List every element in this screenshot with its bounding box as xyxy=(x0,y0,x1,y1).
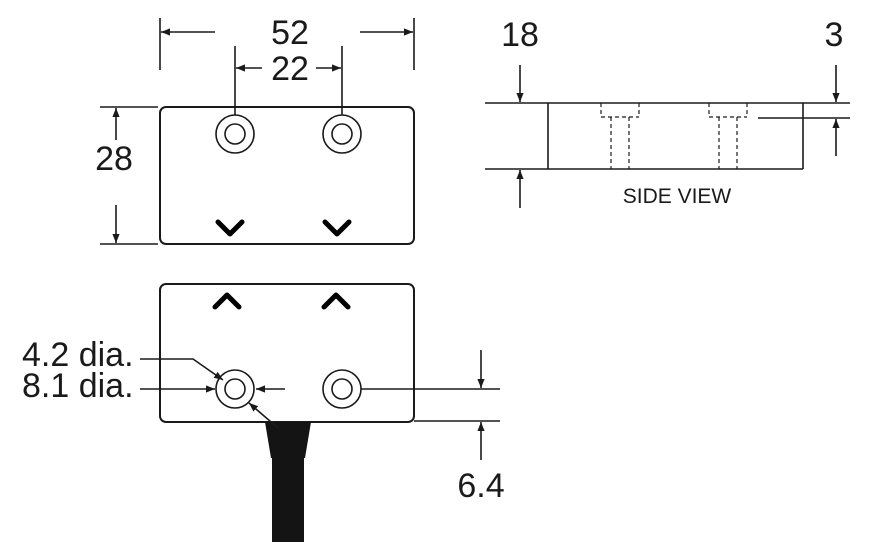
bottom-view: 4.2 dia. 8.1 dia. 6.4 xyxy=(22,283,505,542)
height-dimension: 28 xyxy=(95,106,158,245)
dimension-arrow-icon xyxy=(140,358,224,381)
overall-width-label: 52 xyxy=(271,14,309,52)
outer-hole-diameter-label: 8.1 dia. xyxy=(22,367,134,405)
chevron-up-icon xyxy=(212,292,242,310)
hole-edge-offset-label: 6.4 xyxy=(457,467,504,505)
cable xyxy=(265,422,311,542)
hole-edge-offset-dimension: 6.4 xyxy=(361,350,505,505)
chevron-down-icon xyxy=(215,219,245,237)
chevron-up-icon xyxy=(321,292,351,310)
mounting-hole-icon xyxy=(215,369,255,409)
top-view: 52 22 28 xyxy=(95,14,415,245)
dimension-arrow-icon xyxy=(248,402,279,429)
side-thickness-dimension: 18 xyxy=(501,16,539,208)
counterbore-depth-dimension: 3 xyxy=(825,16,844,156)
chevron-down-icon xyxy=(322,219,352,237)
counterbore-depth-label: 3 xyxy=(825,16,844,54)
counterbore-hidden-lines xyxy=(600,103,748,169)
top-view-body xyxy=(159,106,415,245)
overall-width-dimension: 52 xyxy=(159,14,415,70)
bottom-view-body xyxy=(159,283,415,423)
side-thickness-label: 18 xyxy=(501,16,539,54)
diameter-callouts: 4.2 dia. 8.1 dia. xyxy=(22,336,285,429)
hole-spacing-label: 22 xyxy=(271,50,309,88)
side-view-label: SIDE VIEW xyxy=(623,185,732,208)
inner-hole-diameter-label: 4.2 dia. xyxy=(22,336,134,374)
height-label: 28 xyxy=(95,140,133,178)
side-view: 18 3 SIDE VIEW xyxy=(485,16,850,208)
hole-spacing-dimension: 22 xyxy=(234,46,343,115)
